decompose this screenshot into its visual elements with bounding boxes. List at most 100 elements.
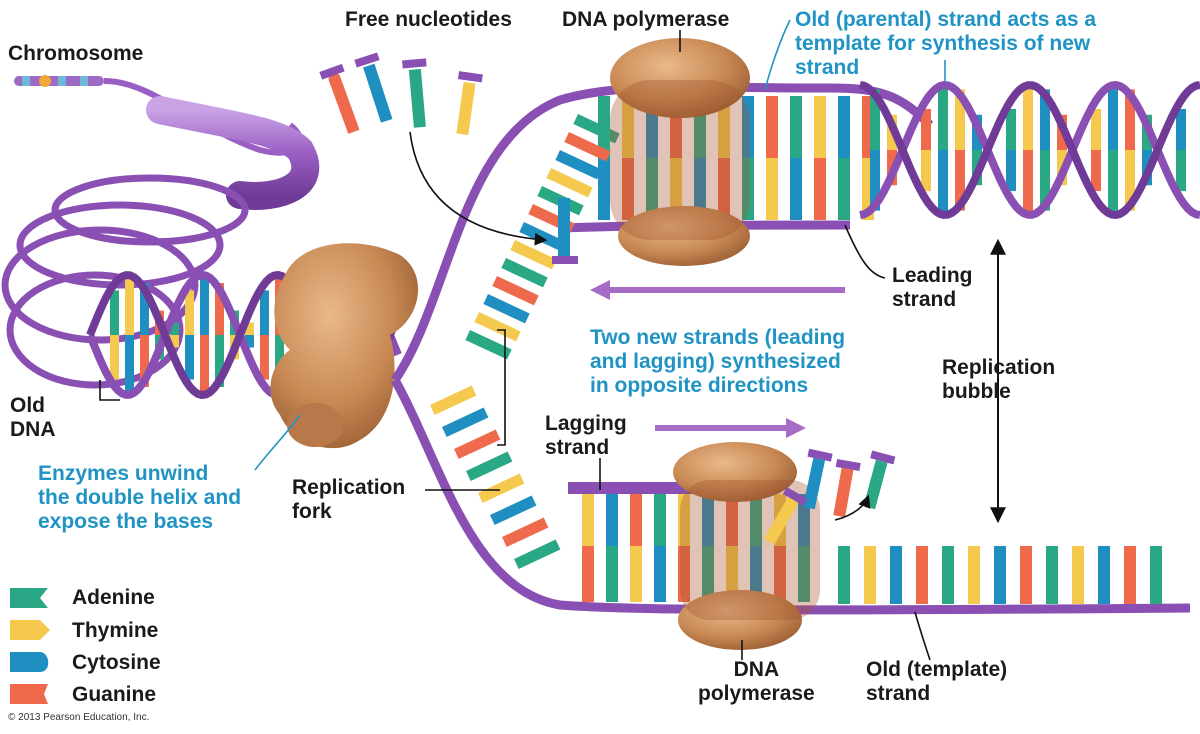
base-pair-segment — [938, 87, 948, 150]
fork-base — [492, 276, 539, 306]
label-chromosome: Chromosome — [8, 42, 144, 65]
base-top — [766, 158, 778, 220]
base-bottom — [582, 546, 594, 602]
fork-base — [489, 495, 537, 525]
free-nucleotides-top — [319, 52, 483, 136]
base-pair-segment — [1125, 150, 1135, 211]
base-bottom — [678, 546, 690, 602]
base-pair-segment — [200, 335, 209, 395]
free-nucleotides-bottom — [764, 448, 896, 545]
base-top — [622, 158, 634, 220]
label-two-new-strands: Two new strands (leading and lagging) sy… — [590, 326, 846, 397]
unpaired-base — [1020, 546, 1032, 604]
base-pair-segment — [185, 290, 194, 335]
guanine-swatch — [10, 684, 48, 704]
base-top — [622, 96, 634, 158]
label-old-parental-strand: Old (parental) strand acts as a template… — [795, 8, 1097, 79]
unpaired-base — [838, 546, 850, 604]
fork-base — [465, 330, 512, 360]
base-bottom — [630, 546, 642, 602]
base-pair-segment — [921, 108, 931, 150]
base-pair-segment — [870, 89, 880, 150]
base-bottom — [774, 546, 786, 602]
fork-base — [442, 407, 489, 437]
base-pair-segment — [125, 275, 134, 335]
base-pair-segment — [215, 283, 224, 335]
base-pair-segment — [1023, 87, 1033, 150]
base-pair-segment — [1176, 150, 1186, 192]
legend-guanine-label: Guanine — [72, 683, 157, 706]
coiled-dna — [1, 96, 320, 389]
fork-base — [429, 385, 477, 415]
base-bottom — [654, 494, 666, 546]
base-pair-segment — [955, 89, 965, 150]
base-pair-segment — [1006, 108, 1016, 150]
base-bottom — [702, 546, 714, 602]
thymine-swatch — [10, 620, 50, 640]
base-pair-segment — [245, 322, 254, 335]
base-bottom — [702, 494, 714, 546]
base-bottom — [726, 546, 738, 602]
base-top — [646, 158, 658, 220]
base-pair-segment — [200, 275, 209, 335]
label-dna-polymerase-bottom: DNA polymerase — [698, 658, 815, 705]
fork-base — [477, 473, 525, 503]
unpaired-base — [1098, 546, 1110, 604]
label-old-template-strand: Old (template) strand — [866, 658, 1008, 705]
base-top — [718, 158, 730, 220]
base-pair-segment — [955, 150, 965, 211]
direction-arrows — [590, 280, 845, 438]
unpaired-base — [1150, 546, 1162, 604]
base-top — [838, 158, 850, 220]
base-pair-segment — [125, 335, 134, 395]
unpaired-base — [942, 546, 954, 604]
base-top — [718, 96, 730, 158]
fork-base — [555, 150, 602, 180]
unpaired-base — [994, 546, 1006, 604]
unpaired-base — [864, 546, 876, 604]
label-free-nucleotides: Free nucleotides — [345, 8, 512, 31]
label-lagging-strand: Lagging strand — [545, 412, 627, 459]
base-pairs — [429, 96, 1162, 604]
base-bottom — [630, 494, 642, 546]
base-pair-segment — [1040, 150, 1050, 211]
fork-base — [483, 294, 530, 324]
unpaired-base — [890, 546, 902, 604]
dna-polymerase-bottom-enzyme — [673, 442, 820, 650]
legend-adenine-label: Adenine — [72, 586, 155, 609]
base-pair-segment — [1108, 150, 1118, 213]
legend-cytosine-label: Cytosine — [72, 651, 161, 674]
fork-base — [474, 312, 521, 342]
base-bottom — [798, 546, 810, 602]
fork-base — [510, 240, 557, 270]
fork-base — [453, 429, 501, 459]
label-old-dna: Old DNA — [10, 394, 56, 441]
fork-base — [466, 451, 513, 481]
base-pair-segment — [1023, 150, 1033, 213]
base-pair-segment — [1040, 89, 1050, 150]
label-replication-bubble: Replication bubble — [942, 356, 1056, 403]
base-bottom — [726, 494, 738, 546]
label-dna-polymerase-top: DNA polymerase — [562, 8, 730, 31]
base-bottom — [750, 494, 762, 546]
unpaired-base — [916, 546, 928, 604]
base-top — [838, 96, 850, 158]
base-pair-segment — [921, 150, 931, 192]
helicase-enzyme — [270, 243, 419, 449]
label-enzymes-unwind: Enzymes unwind the double helix and expo… — [38, 462, 242, 533]
base-pair-segment — [185, 335, 194, 380]
adenine-swatch — [10, 588, 48, 608]
base-pair-segment — [215, 335, 224, 387]
base-pair-segment — [110, 290, 119, 335]
copyright-notice: © 2013 Pearson Education, Inc. — [8, 712, 150, 723]
base-pair-segment — [260, 290, 269, 335]
base-pair-segment — [1108, 87, 1118, 150]
base-pair-segment — [1006, 150, 1016, 192]
unpaired-base — [1046, 546, 1058, 604]
unpaired-base — [1072, 546, 1084, 604]
label-replication-fork: Replication fork — [292, 476, 406, 523]
dna-polymerase-top-enzyme — [610, 38, 750, 266]
base-bottom — [654, 546, 666, 602]
fork-base — [501, 258, 548, 288]
